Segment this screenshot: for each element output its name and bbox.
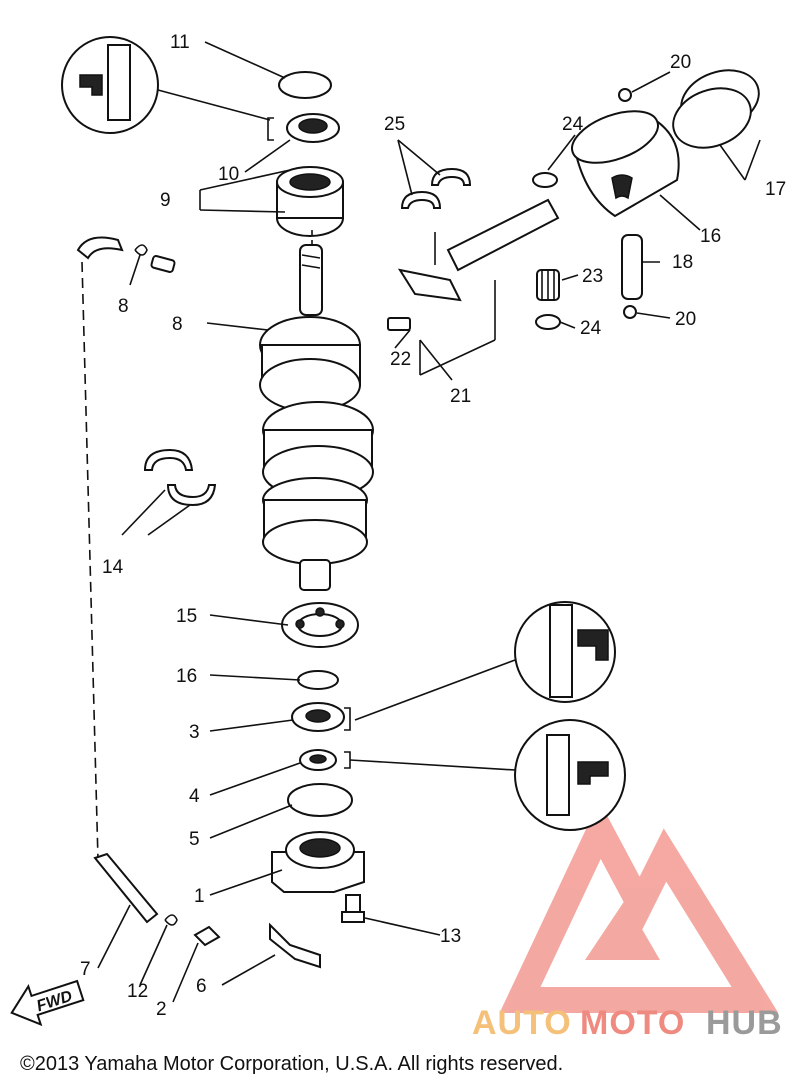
callout-8-top: 8 (118, 296, 129, 317)
part-22-bolt (387, 317, 411, 331)
callout-14: 14 (102, 557, 124, 578)
callout-20-bottom: 20 (675, 309, 696, 330)
part-19-piston-pin (621, 234, 643, 300)
callout-20-top: 20 (670, 52, 691, 73)
callout-3: 3 (189, 722, 200, 743)
part-11-bearing (276, 166, 344, 237)
callout-24-bottom: 24 (580, 318, 602, 339)
part-8-clip-bottom (164, 914, 178, 926)
fwd-arrow: FWD (10, 979, 85, 1027)
callout-11: 9 (160, 190, 171, 211)
part-8-fitting-top (150, 255, 176, 273)
detail-callout-mid (344, 601, 616, 731)
watermark-auto: AUTO (472, 1004, 572, 1042)
fwd-label: FWD (35, 988, 75, 1016)
callout-24-top: 24 (562, 114, 584, 135)
part-1-housing (271, 831, 365, 893)
part-4-seal (299, 749, 337, 771)
part-23-needle-bearing (536, 269, 560, 301)
watermark-moto: MOTO (580, 1004, 685, 1042)
callout-25: 25 (384, 114, 405, 135)
part-6-bracket (269, 922, 321, 969)
callout-10: 8 (172, 314, 183, 335)
part-21-rod-cap (397, 268, 462, 302)
part-5-oring (287, 783, 353, 817)
leader-lines (97, 41, 761, 1003)
callout-6: 6 (196, 976, 207, 997)
part-2-fitting (193, 925, 221, 947)
callout-13: 11 (170, 32, 190, 53)
watermark-hub: HUB (706, 1004, 783, 1042)
watermark-logo (499, 801, 779, 1013)
callout-19: 18 (672, 252, 693, 273)
callout-2: 2 (156, 999, 167, 1020)
part-18-piston-rings (672, 69, 760, 149)
callout-7: 7 (80, 959, 91, 980)
detail-callout-low (344, 719, 626, 831)
part-24-washer-top (532, 172, 558, 188)
part-14-bearing (143, 448, 217, 507)
part-20-clip-bottom (623, 305, 637, 319)
part-12-seal (286, 113, 340, 143)
callout-23: 23 (582, 266, 603, 287)
part-8-clip-top (134, 244, 148, 256)
part-3-seal (291, 702, 345, 732)
callout-9: 13 (440, 926, 461, 947)
callout-12: 10 (218, 164, 239, 185)
callout-5: 5 (189, 829, 200, 850)
part-25-bearing (400, 167, 472, 209)
callout-1: 1 (194, 886, 205, 907)
callout-21: 21 (450, 386, 471, 407)
callout-4: 4 (189, 786, 200, 807)
callout-labels: 11 10 9 8 8 14 15 16 3 4 5 1 13 7 12 6 2… (80, 32, 786, 1020)
part-9-bolt (341, 894, 365, 923)
part-16-circlip (297, 670, 339, 690)
part-7-hose (76, 236, 159, 924)
callout-17: 16 (700, 226, 721, 247)
part-15-bearing (281, 602, 359, 648)
part-13-oring (278, 71, 332, 99)
part-24-washer-bottom (535, 314, 561, 330)
detail-callout-top (61, 36, 274, 141)
connecting-rod (446, 198, 560, 272)
watermark-text: AUTO MOTO HUB (472, 1004, 783, 1042)
crankshaft (259, 244, 374, 591)
part-20-clip-top (618, 88, 632, 102)
callout-8-bottom: 12 (127, 981, 148, 1002)
callout-15: 15 (176, 606, 197, 627)
part-17-piston (571, 110, 680, 218)
callout-18: 17 (765, 179, 786, 200)
copyright-text: ©2013 Yamaha Motor Corporation, U.S.A. A… (20, 1053, 563, 1075)
callout-22: 22 (390, 349, 411, 370)
callout-16: 16 (176, 666, 197, 687)
